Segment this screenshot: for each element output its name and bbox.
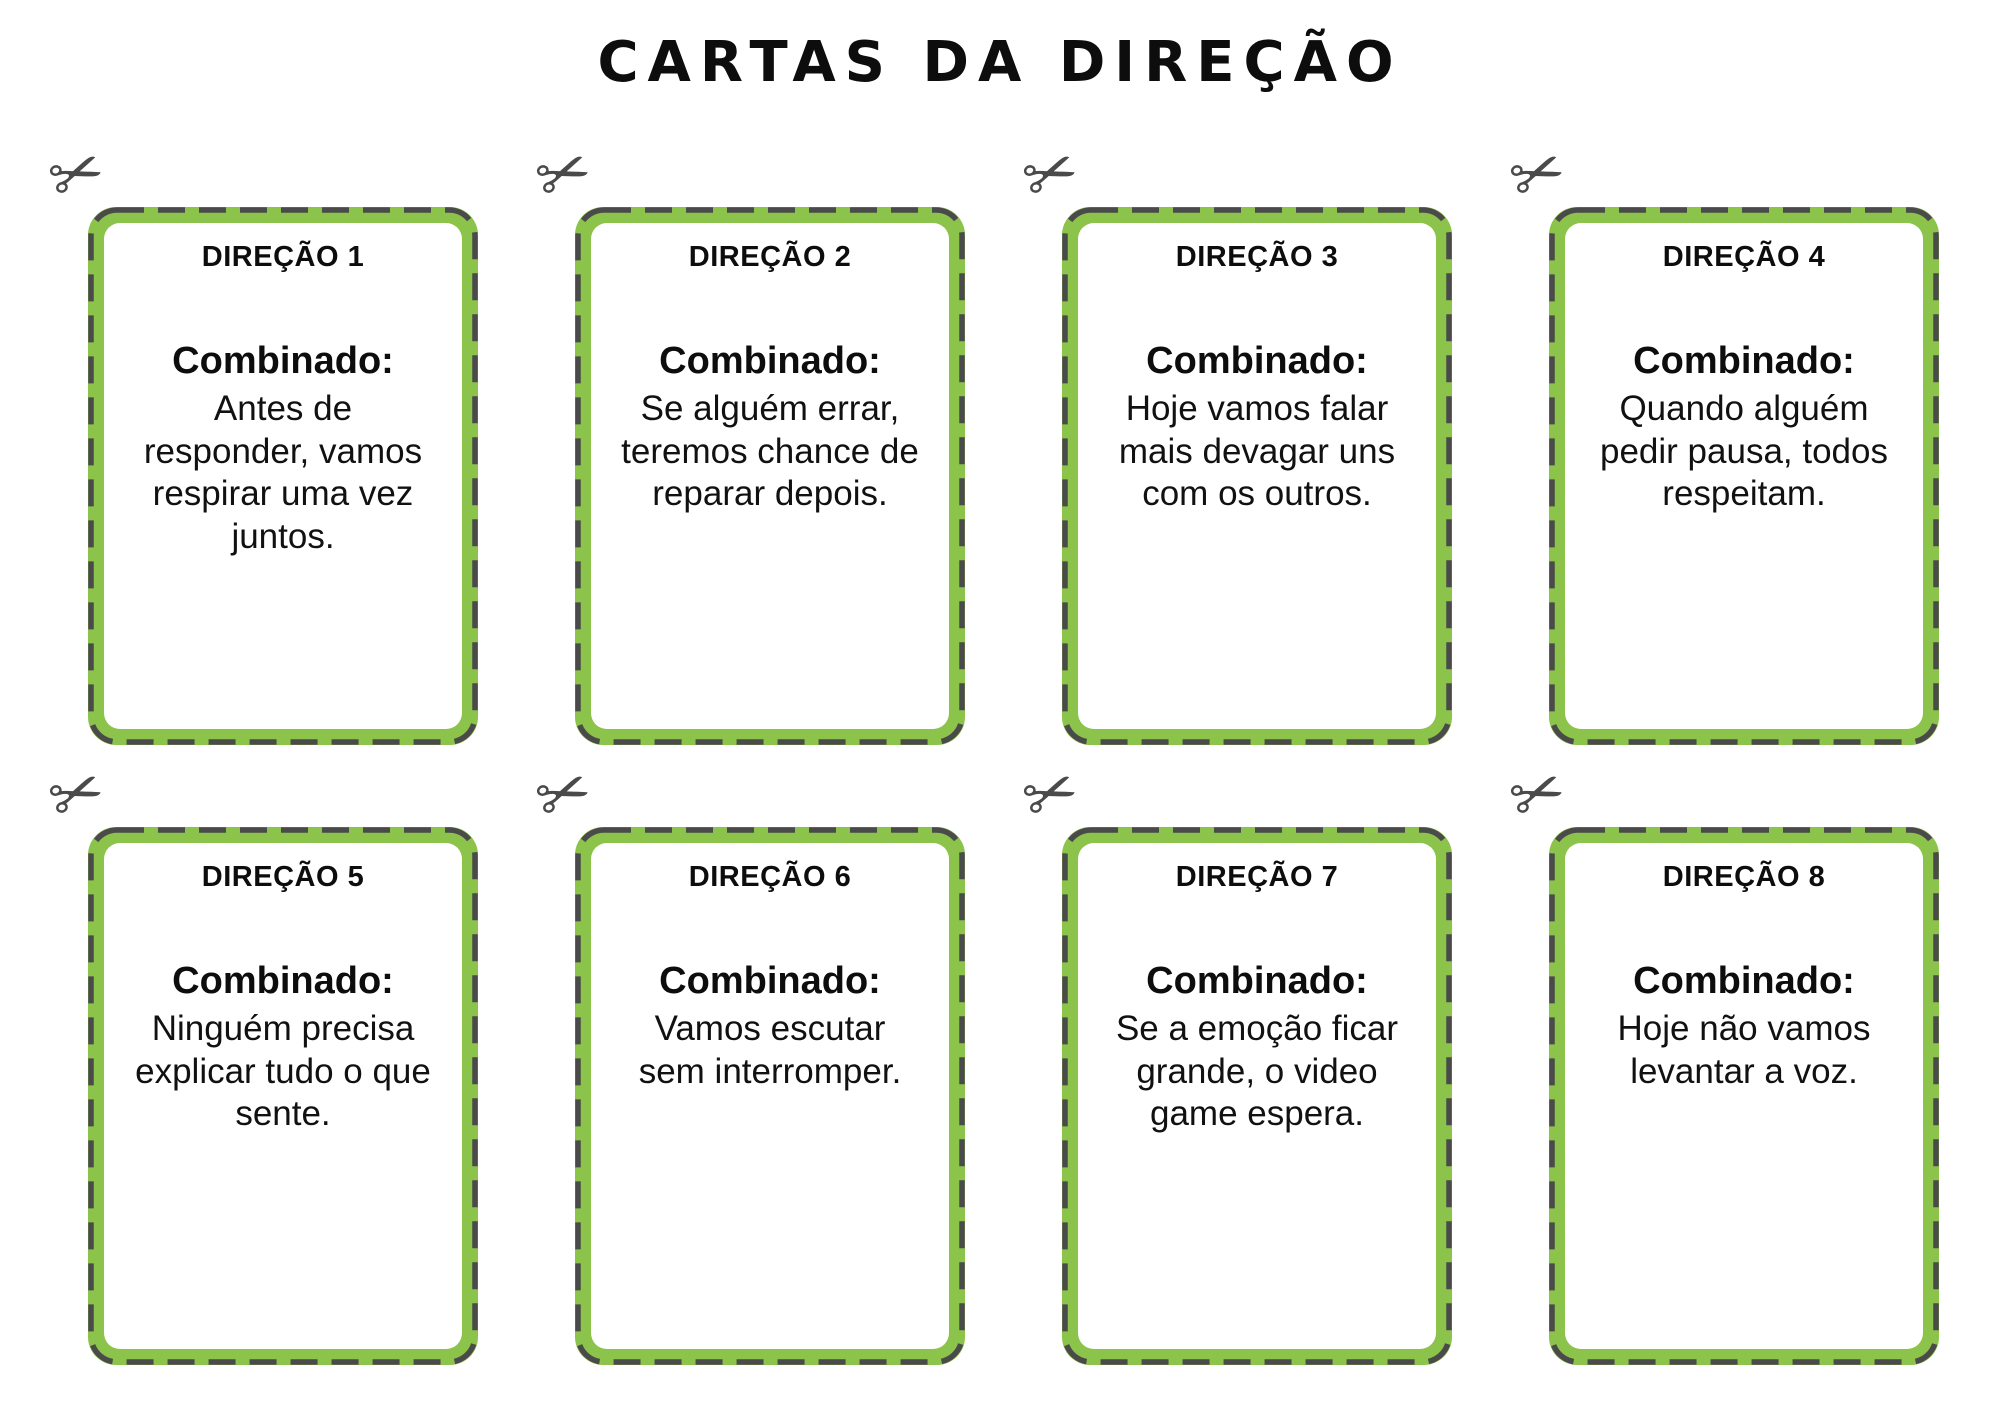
card-text: Se a emoção ficar grande, o video game e… (1115, 1009, 1399, 1134)
scissors-icon: ✂ (1499, 131, 1576, 219)
card-label: Combinado: (659, 340, 881, 382)
card-text: Hoje vamos falar mais devagar uns com os… (1118, 389, 1396, 514)
card-inner: DIREÇÃO 4 Combinado: Quando alguém pedir… (1565, 223, 1923, 729)
cut-line-dashed-border (575, 827, 965, 1365)
card-label: Combinado: (172, 960, 394, 1002)
scissors-icon: ✂ (525, 751, 602, 839)
scissors-icon: ✂ (1012, 131, 1089, 219)
page-title: CARTAS DA DIREÇÃO (597, 30, 1403, 95)
card-title: DIREÇÃO 3 (1175, 241, 1339, 273)
card-title: DIREÇÃO 4 (1662, 241, 1826, 273)
card-cut-frame: DIREÇÃO 1 Combinado: Antes de responder,… (88, 207, 478, 745)
card-inner: DIREÇÃO 7 Combinado: Se a emoção ficar g… (1078, 843, 1436, 1349)
direction-card: ✂ DIREÇÃO 4 Combinado: Quando alguém ped… (1500, 131, 1939, 745)
cut-line-dashed-border (1062, 207, 1452, 745)
card-text: Vamos escutar sem interromper. (638, 1009, 902, 1091)
card-label: Combinado: (172, 340, 394, 382)
scissors-icon: ✂ (525, 131, 602, 219)
card-title: DIREÇÃO 8 (1662, 861, 1826, 893)
direction-card: ✂ DIREÇÃO 8 Combinado: Hoje não vamos le… (1500, 751, 1939, 1365)
card-text: Se alguém errar, teremos chance de repar… (621, 389, 919, 514)
cut-line-dashed-border (1549, 207, 1939, 745)
card-title: DIREÇÃO 6 (688, 861, 852, 893)
card-title: DIREÇÃO 7 (1175, 861, 1339, 893)
cut-line-dashed-border (88, 827, 478, 1365)
card-inner: DIREÇÃO 1 Combinado: Antes de responder,… (104, 223, 462, 729)
direction-card: ✂ DIREÇÃO 7 Combinado: Se a emoção ficar… (1013, 751, 1452, 1365)
cut-line-dashed-border (1062, 827, 1452, 1365)
card-label: Combinado: (1146, 340, 1368, 382)
card-cut-frame: DIREÇÃO 4 Combinado: Quando alguém pedir… (1549, 207, 1939, 745)
card-row-bottom: ✂ DIREÇÃO 5 Combinado: Ninguém precisa e… (39, 751, 1939, 1365)
card-inner: DIREÇÃO 2 Combinado: Se alguém errar, te… (591, 223, 949, 729)
cut-line-dashed-border (1549, 827, 1939, 1365)
card-text: Hoje não vamos levantar a voz. (1617, 1009, 1871, 1091)
card-label: Combinado: (1633, 340, 1855, 382)
card-label: Combinado: (659, 960, 881, 1002)
cut-line-dashed-border (88, 207, 478, 745)
cut-line-dashed-border (575, 207, 965, 745)
card-title: DIREÇÃO 5 (201, 861, 365, 893)
card-cut-frame: DIREÇÃO 7 Combinado: Se a emoção ficar g… (1062, 827, 1452, 1365)
card-text: Antes de responder, vamos respirar uma v… (143, 389, 423, 557)
scissors-icon: ✂ (38, 751, 115, 839)
card-cut-frame: DIREÇÃO 5 Combinado: Ninguém precisa exp… (88, 827, 478, 1365)
card-cut-frame: DIREÇÃO 8 Combinado: Hoje não vamos leva… (1549, 827, 1939, 1365)
card-inner: DIREÇÃO 6 Combinado: Vamos escutar sem i… (591, 843, 949, 1349)
scissors-icon: ✂ (1499, 751, 1576, 839)
direction-card: ✂ DIREÇÃO 3 Combinado: Hoje vamos falar … (1013, 131, 1452, 745)
scissors-icon: ✂ (1012, 751, 1089, 839)
scissors-icon: ✂ (38, 131, 115, 219)
card-inner: DIREÇÃO 5 Combinado: Ninguém precisa exp… (104, 843, 462, 1349)
direction-card: ✂ DIREÇÃO 2 Combinado: Se alguém errar, … (526, 131, 965, 745)
card-inner: DIREÇÃO 3 Combinado: Hoje vamos falar ma… (1078, 223, 1436, 729)
card-title: DIREÇÃO 2 (688, 241, 852, 273)
direction-card: ✂ DIREÇÃO 5 Combinado: Ninguém precisa e… (39, 751, 478, 1365)
card-inner: DIREÇÃO 8 Combinado: Hoje não vamos leva… (1565, 843, 1923, 1349)
card-label: Combinado: (1633, 960, 1855, 1002)
card-row-top: ✂ DIREÇÃO 1 Combinado: Antes de responde… (39, 131, 1939, 745)
card-cut-frame: DIREÇÃO 2 Combinado: Se alguém errar, te… (575, 207, 965, 745)
card-cut-frame: DIREÇÃO 3 Combinado: Hoje vamos falar ma… (1062, 207, 1452, 745)
card-cut-frame: DIREÇÃO 6 Combinado: Vamos escutar sem i… (575, 827, 965, 1365)
card-text: Ninguém precisa explicar tudo o que sent… (135, 1009, 431, 1134)
card-text: Quando alguém pedir pausa, todos respeit… (1600, 389, 1888, 514)
direction-card: ✂ DIREÇÃO 1 Combinado: Antes de responde… (39, 131, 478, 745)
direction-card: ✂ DIREÇÃO 6 Combinado: Vamos escutar sem… (526, 751, 965, 1365)
card-title: DIREÇÃO 1 (201, 241, 365, 273)
card-label: Combinado: (1146, 960, 1368, 1002)
